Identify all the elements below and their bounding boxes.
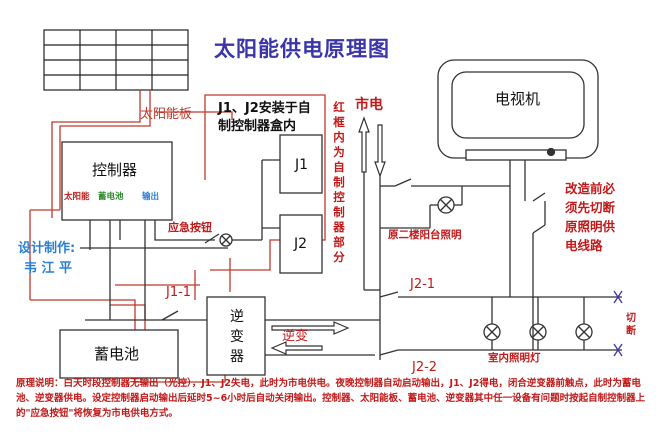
inverter-label: 逆变器 [230,309,244,365]
indoor-lights-label: 室内照明灯 [488,352,541,364]
mains-label: 市电 [355,97,383,113]
controller-terminal-output: 输出 [142,192,160,202]
designer-name: 韦 江 平 [24,261,73,276]
relay-location-note: J1、J2安装于自制控制器盒内 [218,101,311,134]
emergency-button-label: 应急按钮 [168,221,212,234]
solar-panel-grid [43,29,189,91]
contact-j2-1-label: J2-1 [410,277,436,292]
relay-contacts [161,178,546,356]
page-title: 太阳能供电原理图 [214,36,390,61]
principle-text: 原理说明：白天时段控制器无输出（光控），J1、J2失电，此时为市电供电。夜晚控制… [16,378,646,419]
mains-wiring [363,160,622,360]
cut-mark-label: 切断 [626,313,636,337]
indicator-lamps [219,196,593,341]
relay-j1-label: J1 [295,157,309,173]
controller-terminal-battery: 蓄电池 [98,192,124,202]
mains-arrows [358,116,386,178]
controller-label: 控制器 [92,161,138,179]
balcony-light-label: 原二楼阳台照明 [388,229,462,241]
inverter-flow-label: 逆变 [282,329,309,344]
controller-terminal-solar: 太阳能 [64,192,90,202]
relay-j2-label: J2 [294,236,308,252]
contact-j1-1-label: J1-1 [166,285,192,300]
inverter-flow-arrows [270,321,350,355]
battery-label: 蓄电池 [94,345,140,363]
designer-label: 设计制作: [18,241,76,256]
retrofit-note: 改造前必须先切断原照明供电线路 [565,181,616,253]
contact-j2-2-label: J2-2 [412,360,438,375]
controller-wiring [59,134,380,379]
red-frame-note: 红框内为自制控制器部分 [333,100,345,264]
tv-drawing [437,59,599,161]
cut-marks [613,290,623,357]
tv-label: 电视机 [495,90,541,108]
solar-panel-label: 太阳能板 [140,107,193,122]
red-control-frame [29,90,326,383]
